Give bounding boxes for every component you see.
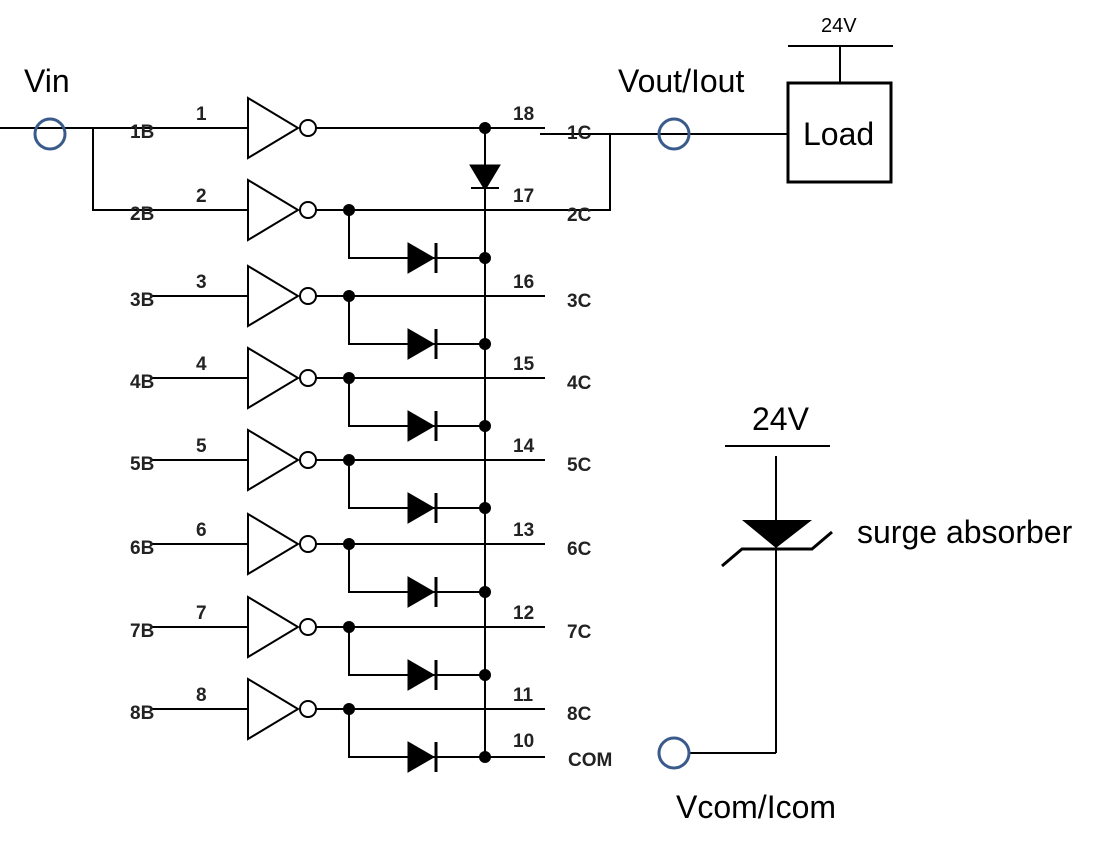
channel-row: 5 5B 14 5C	[130, 428, 592, 524]
input-pin-name: 5B	[130, 454, 154, 475]
load-label: Load	[803, 116, 874, 152]
junction-dot	[479, 338, 491, 350]
diode-icon	[407, 659, 436, 691]
diode-1	[469, 164, 501, 191]
output-pin-name: 2C	[567, 205, 592, 226]
junction-dot	[479, 252, 491, 264]
input-pin-number: 6	[196, 520, 207, 541]
inverter-bubble	[299, 119, 317, 137]
inverter-gate	[247, 595, 300, 659]
static-wiring	[0, 45, 893, 758]
output-pin-number: 15	[513, 354, 535, 375]
input-pin-name: 6B	[130, 538, 154, 559]
vin-label: Vin	[24, 63, 70, 99]
output-pin-name: 3C	[567, 291, 592, 312]
junction-dot	[479, 586, 491, 598]
diode-icon	[407, 576, 436, 608]
vcom-label: Vcom/Icom	[676, 789, 836, 825]
output-pin-number: 12	[513, 603, 534, 624]
diode-icon	[407, 741, 436, 773]
junction-dot	[479, 502, 491, 514]
output-pin-number: 18	[513, 104, 534, 125]
junction-dot	[479, 420, 491, 432]
inverter-bubble	[299, 535, 317, 553]
output-pin-number: 13	[513, 520, 534, 541]
channel-row: 7 7B 12 7C	[130, 595, 592, 691]
diode-branch-wire	[348, 210, 485, 259]
output-pin-name: 4C	[567, 373, 592, 394]
inverter-gate	[247, 96, 300, 160]
output-pin-name: 1C	[567, 123, 592, 144]
input-pin-number: 3	[196, 272, 207, 293]
inverter-gate	[247, 512, 300, 576]
output-pin-number: 16	[513, 272, 534, 293]
input-pin-name: 1B	[130, 122, 154, 143]
diode-branch-wire	[348, 378, 485, 427]
diode-icon	[407, 242, 436, 274]
inverter-gate	[247, 178, 300, 242]
supply-top-label: 24V	[821, 15, 857, 37]
surge-absorber-symbol	[742, 520, 812, 548]
input-pin-name: 4B	[130, 372, 154, 393]
input-pin-name: 7B	[130, 621, 154, 642]
out2-tie-wire	[545, 134, 611, 211]
diode-icon	[407, 410, 436, 442]
vcom-probe-icon	[657, 736, 691, 770]
channel-row: 3 3B 16 3C	[130, 264, 592, 360]
output-pin-name: 8C	[567, 704, 592, 725]
inverter-bubble	[299, 287, 317, 305]
input-pin-number: 4	[196, 354, 207, 375]
junction-dot	[479, 669, 491, 681]
output-pin-name: 5C	[567, 455, 592, 476]
inverter-gate	[247, 264, 300, 328]
channel-row: 8 8B 11 8C	[130, 677, 592, 773]
output-pin-number: 14	[513, 436, 535, 457]
vout-probe-icon	[657, 117, 691, 151]
input-pin-number: 2	[196, 186, 207, 207]
input-pin-number: 1	[196, 104, 207, 125]
output-pin-number: 17	[513, 186, 534, 207]
junction-dot	[479, 751, 491, 763]
inverter-bubble	[299, 451, 317, 469]
vin-probe-icon	[33, 117, 67, 151]
surge-absorber-label: surge absorber	[857, 514, 1073, 550]
junction-dot	[479, 122, 491, 134]
diode-branch-wire	[348, 709, 485, 758]
input-pin-name: 3B	[130, 290, 154, 311]
input-pin-name: 8B	[130, 703, 154, 724]
inverter-gate	[247, 346, 300, 410]
diode-branch-wire	[348, 460, 485, 509]
inverter-bubble	[299, 700, 317, 718]
diode-branch-wire	[348, 544, 485, 593]
diode-icon	[407, 328, 436, 360]
inverter-bubble	[299, 201, 317, 219]
load-box	[786, 81, 893, 184]
inverter-gate	[247, 428, 300, 492]
diode-icon	[407, 492, 436, 524]
com-pin-name: COM	[568, 750, 612, 771]
output-pin-name: 7C	[567, 622, 592, 643]
inverter-gate	[247, 677, 300, 741]
channel-row: 6 6B 13 6C	[130, 512, 592, 608]
input-pin-number: 8	[196, 685, 207, 706]
input-pin-name: 2B	[130, 204, 154, 225]
channel-row: 1 1B 18 1C	[130, 96, 592, 160]
diode-branch-wire	[348, 627, 485, 676]
com-pin-number: 10	[513, 731, 534, 752]
surge-absorber-bar	[721, 530, 833, 568]
channel-rows: 1 1B 18 1C 2 2B 17 2C 3 3B 16 3C 4 4B 15 4C 5 5B 14 5C 6 6B 13…	[130, 96, 592, 773]
channel-row: 2 2B 17 2C	[130, 178, 592, 274]
diode-branch-wire	[348, 296, 485, 345]
output-pin-name: 6C	[567, 539, 592, 560]
inverter-bubble	[299, 369, 317, 387]
vout-label: Vout/Iout	[618, 63, 744, 99]
input-pin-number: 5	[196, 436, 207, 457]
output-pin-number: 11	[513, 685, 534, 706]
supply-surge-label: 24V	[752, 401, 810, 437]
inverter-bubble	[299, 618, 317, 636]
channel-row: 4 4B 15 4C	[130, 346, 592, 442]
input-pin-number: 7	[196, 603, 207, 624]
